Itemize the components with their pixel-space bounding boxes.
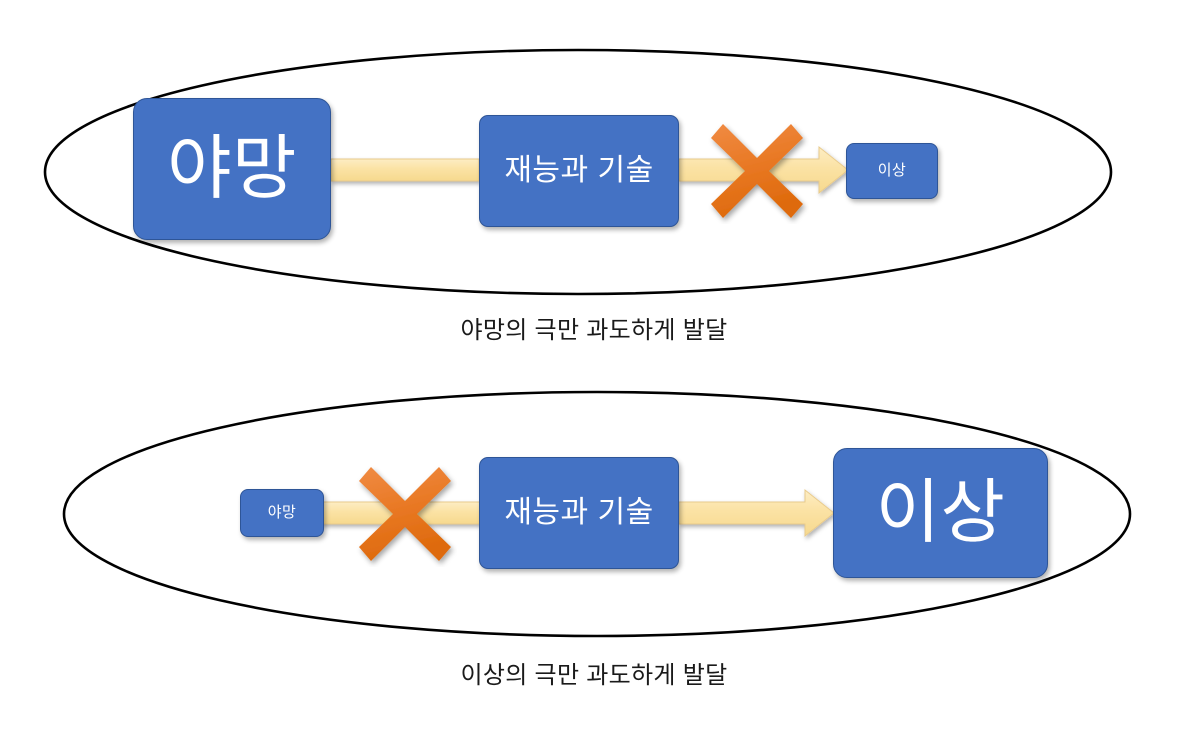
node-ambition-large[interactable]: 야망 xyxy=(133,98,331,240)
caption-diagram-2: 이상의 극만 과도하게 발달 xyxy=(460,662,728,689)
arrow-ambition-to-talent-row1 xyxy=(330,158,480,182)
node-label: 야망 xyxy=(267,504,297,522)
node-talent-skill-row1[interactable]: 재능과 기술 xyxy=(479,115,679,227)
node-label: 재능과 기술 xyxy=(504,154,654,188)
x-mark-ambition-to-talent xyxy=(359,467,451,561)
arrow-talent-to-ideal-row2 xyxy=(678,488,835,538)
arrow-ambition-to-talent-row2 xyxy=(319,501,481,525)
node-label: 야망 xyxy=(167,129,297,208)
node-ambition-small[interactable]: 야망 xyxy=(240,489,324,537)
node-ideal-small[interactable]: 이상 xyxy=(846,143,938,199)
node-talent-skill-row2[interactable]: 재능과 기술 xyxy=(479,457,679,569)
node-label: 재능과 기술 xyxy=(504,496,654,530)
node-label: 이상 xyxy=(877,162,907,180)
node-ideal-large[interactable]: 이상 xyxy=(833,448,1048,578)
node-label: 이상 xyxy=(875,473,1006,552)
x-mark-talent-to-ideal xyxy=(711,124,803,218)
caption-diagram-1: 야망의 극만 과도하게 발달 xyxy=(460,317,728,344)
arrow-talent-to-ideal-row1 xyxy=(678,145,849,195)
